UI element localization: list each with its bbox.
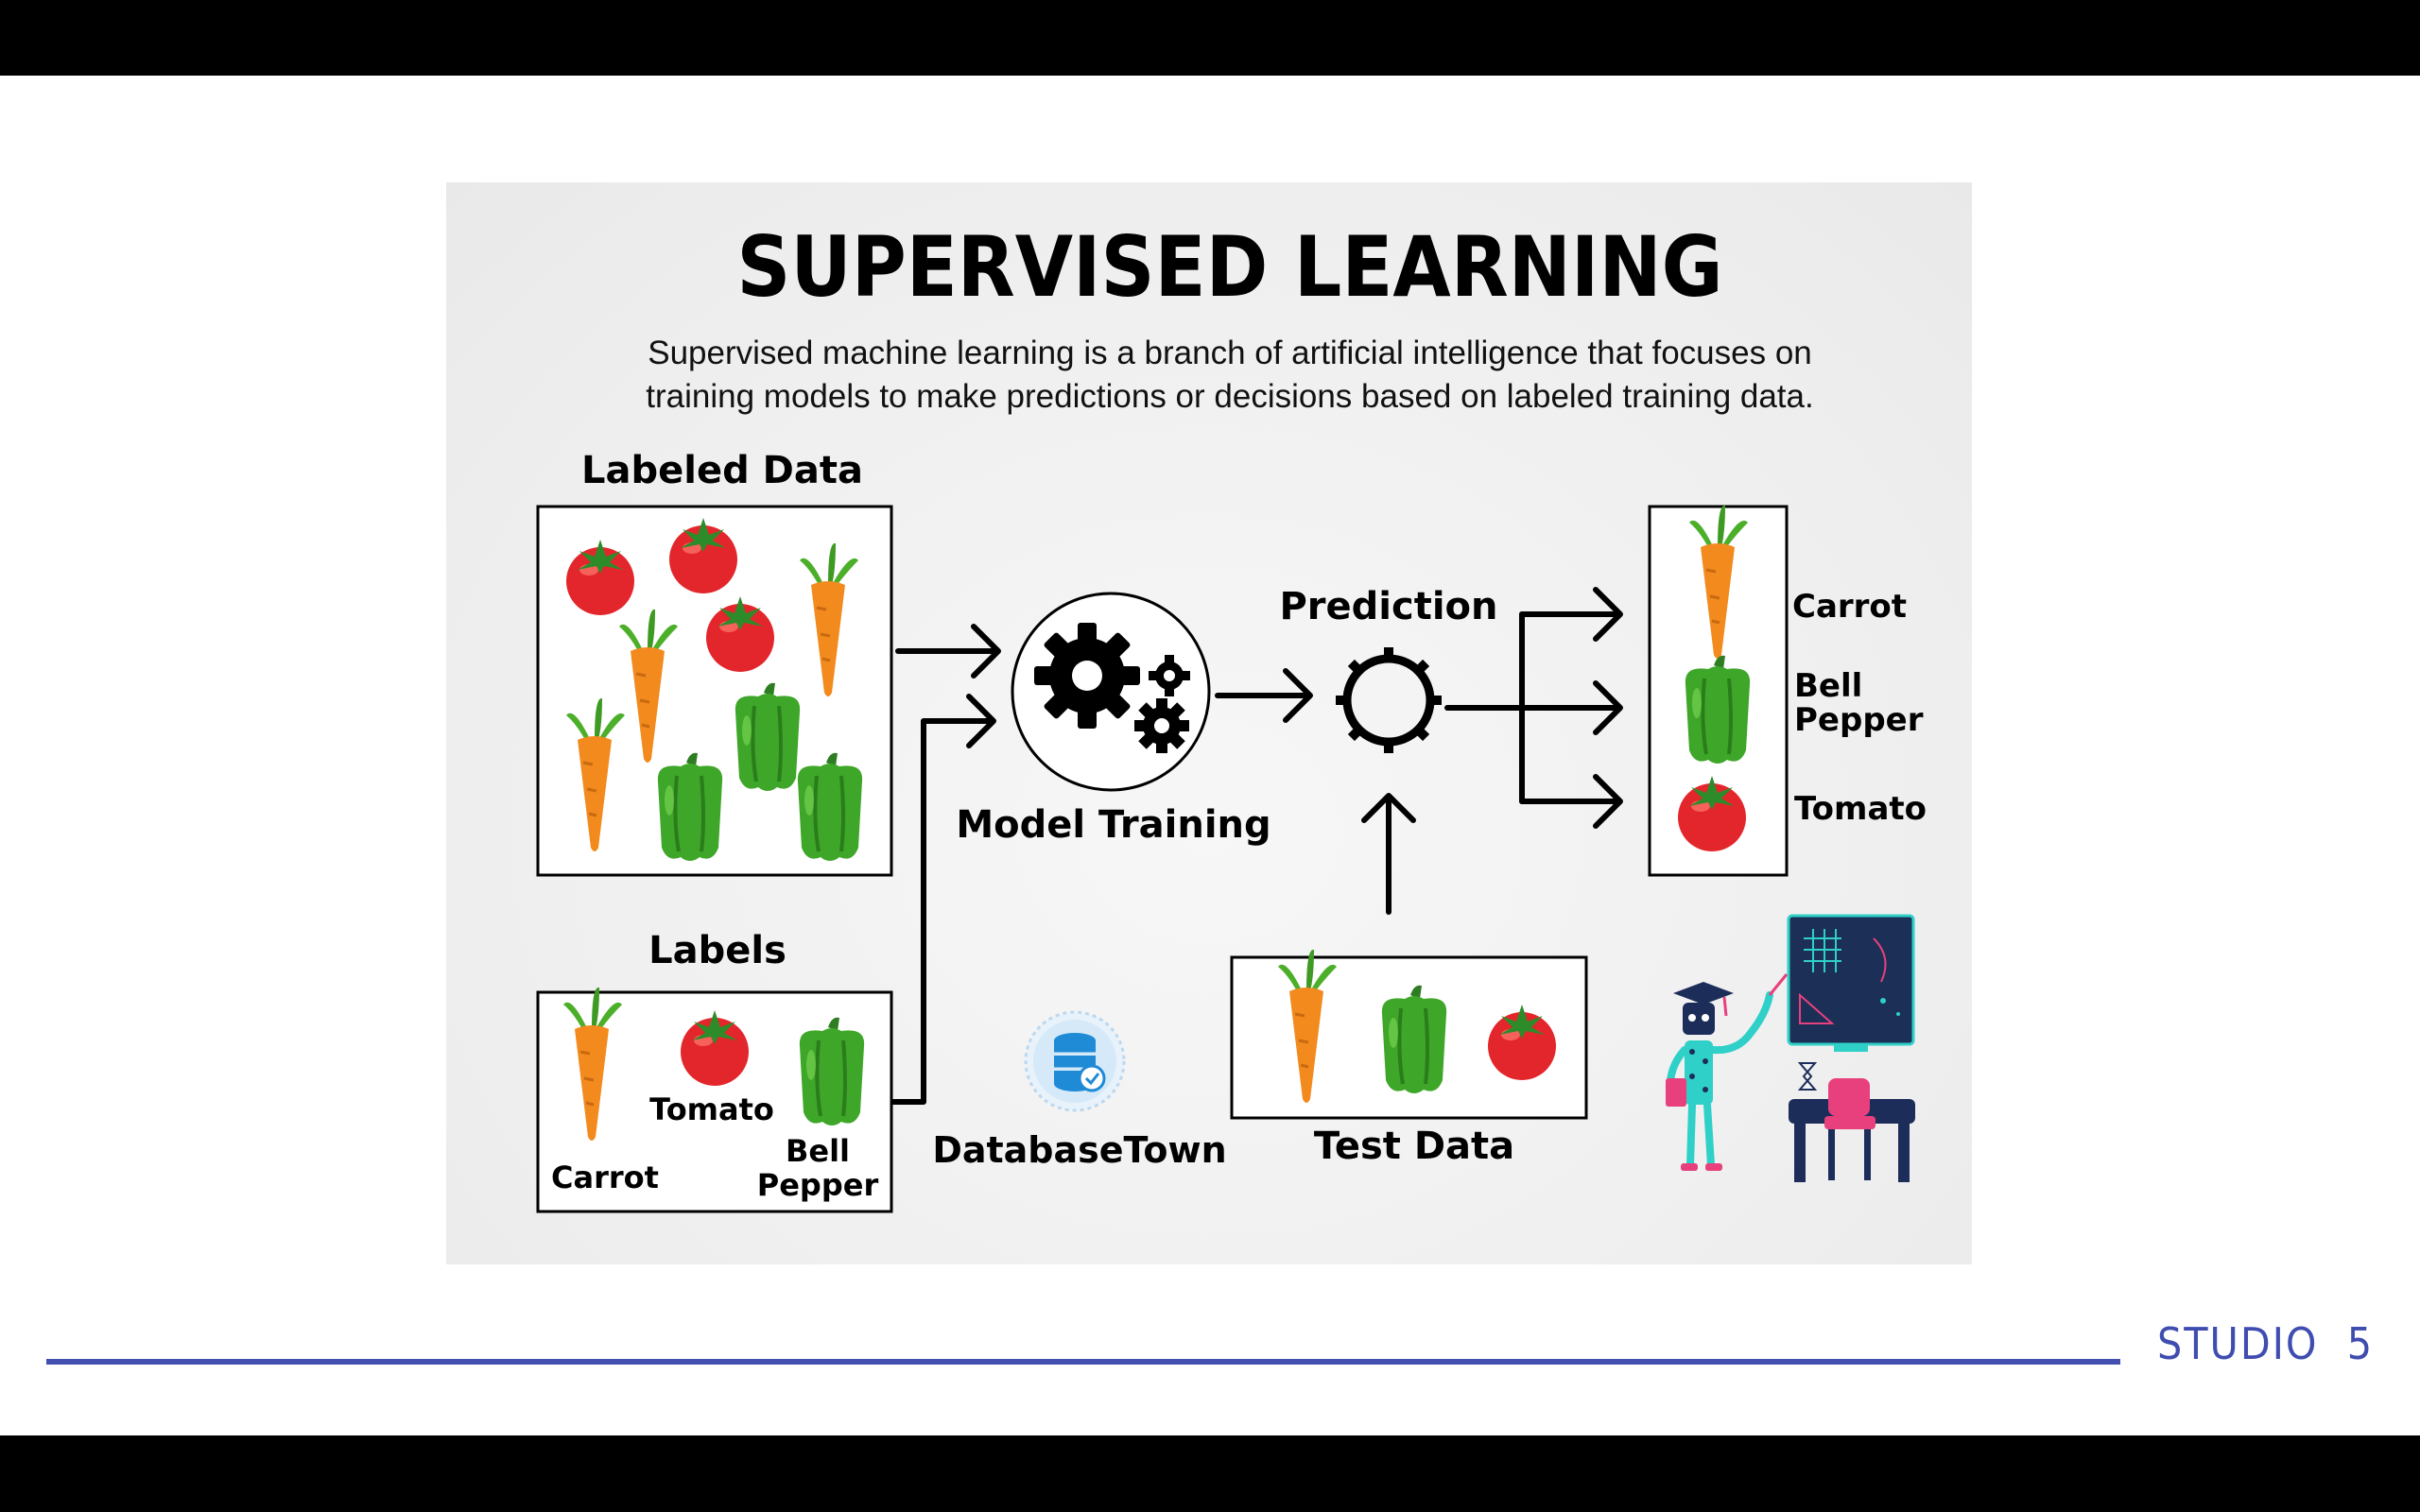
label-pepper: Pepper (757, 1167, 879, 1203)
label-tomato: Tomato (649, 1091, 774, 1127)
footer-divider (46, 1359, 2120, 1365)
model-training-label: Model Training (956, 803, 1270, 847)
labels-title: Labels (648, 929, 786, 972)
arrow-prediction-to-outputs (1444, 587, 1623, 829)
output-bell-label: Bell (1794, 667, 1862, 705)
letterbox-top (0, 0, 2420, 76)
output-pepper-label: Pepper (1794, 701, 1924, 739)
page-title: SUPERVISED LEARNING (736, 218, 1722, 316)
bell-pepper-icon (1683, 653, 1753, 765)
bell-pepper-icon (1379, 983, 1449, 1095)
brand-logo: STUDIO 5 (2157, 1318, 2375, 1369)
chalkboard-icon (1787, 914, 1915, 1052)
database-icon (1024, 1010, 1126, 1112)
bell-pepper-icon (797, 1015, 867, 1127)
test-data-label: Test Data (1314, 1125, 1514, 1168)
labeled-data-title: Labeled Data (581, 449, 863, 492)
bell-pepper-icon (655, 750, 725, 863)
robot-teacher-icon (1666, 914, 1915, 1182)
bell-pepper-icon (795, 750, 865, 863)
letterbox-bottom (0, 1435, 2420, 1512)
arrow-model-to-prediction (1215, 668, 1313, 723)
arrow-labels-to-model (890, 694, 996, 1105)
gears-icon (1034, 623, 1190, 753)
database-label: DatabaseTown (932, 1129, 1226, 1171)
label-bell: Bell (786, 1133, 850, 1169)
supervised-learning-diagram: SUPERVISED LEARNING Supervised machine l… (446, 182, 1972, 1264)
description-line-1: Supervised machine learning is a branch … (648, 335, 1812, 371)
arrow-labeled-to-model (895, 624, 1001, 679)
output-tomato-label: Tomato (1794, 790, 1927, 828)
gear-outline-icon (1336, 647, 1442, 753)
prediction-label: Prediction (1279, 585, 1497, 628)
output-carrot-label: Carrot (1792, 588, 1907, 626)
label-carrot: Carrot (551, 1160, 659, 1195)
bell-pepper-icon (733, 680, 803, 793)
diagram-canvas: SUPERVISED LEARNING Supervised machine l… (536, 218, 1927, 1213)
description-line-2: training models to make predictions or d… (646, 378, 1813, 415)
arrow-test-to-prediction (1361, 793, 1416, 915)
